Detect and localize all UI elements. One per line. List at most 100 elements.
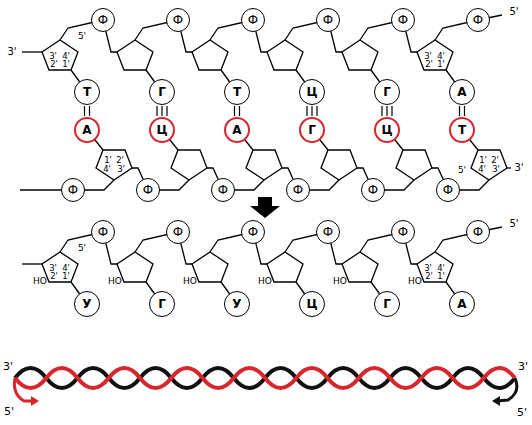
phosphate-circle: Ф — [391, 8, 415, 32]
sugar-ring — [396, 150, 432, 180]
prime-label: 1' — [437, 60, 445, 69]
prime-label: 1' — [104, 156, 112, 165]
sugar-ring — [192, 40, 228, 70]
complementary-base-circle: Ц — [374, 117, 400, 143]
phosphate-circle: Ф — [241, 220, 265, 244]
prime-label: 3' — [7, 47, 16, 57]
sugar-ring — [267, 252, 303, 282]
hydroxyl-label: HO — [183, 277, 197, 286]
phosphate-circle: Ф — [91, 8, 115, 32]
prime-label: 2' — [425, 272, 433, 281]
node-text: Ф — [443, 184, 453, 196]
sugar-ring — [417, 252, 453, 282]
sugar-ring — [171, 150, 207, 180]
complementary-helix-strand — [15, 368, 515, 388]
complementary-base-circle: Т — [449, 117, 475, 143]
phosphate-circle: Ф — [211, 178, 235, 202]
phosphate-circle: Ф — [466, 220, 490, 244]
prime-label: 5' — [517, 407, 527, 418]
phosphate-circle: Ф — [286, 178, 310, 202]
phosphate-circle: Ф — [466, 8, 490, 32]
complementary-base-circle: Ц — [149, 117, 175, 143]
base-circle: Т — [224, 79, 250, 105]
prime-label: 1' — [62, 60, 70, 69]
phosphate-circle: Ф — [136, 178, 160, 202]
node-text: Ф — [143, 184, 153, 196]
hydrogen-bond — [235, 106, 240, 116]
node-text: Г — [158, 298, 166, 310]
sugar-ring — [117, 252, 153, 282]
node-text: Г — [158, 86, 166, 98]
base-circle: Г — [374, 291, 400, 317]
phosphate-circle: Ф — [436, 178, 460, 202]
backbone-bond — [22, 51, 42, 52]
node-text: Ц — [306, 86, 317, 98]
sugar-ring — [117, 40, 153, 70]
node-text: А — [457, 86, 466, 98]
node-text: Ф — [98, 14, 108, 26]
node-text: А — [232, 124, 241, 136]
hydroxyl-label: HO — [333, 277, 347, 286]
node-text: Ф — [218, 184, 228, 196]
complementary-base-circle: А — [224, 117, 250, 143]
node-text: Ф — [473, 14, 483, 26]
node-text: Ф — [68, 184, 78, 196]
base-circle: А — [449, 291, 475, 317]
prime-label: 3' — [518, 361, 528, 372]
phosphate-circle: Ф — [166, 220, 190, 244]
node-text: Ф — [293, 184, 303, 196]
node-text: Ц — [156, 124, 167, 136]
hydroxyl-label: HO — [408, 277, 422, 286]
prime-label: 4' — [478, 165, 486, 174]
phosphate-circle: Ф — [166, 8, 190, 32]
node-text: Г — [383, 298, 391, 310]
phosphate-circle: Ф — [316, 220, 340, 244]
node-text: Ф — [398, 14, 408, 26]
prime-label: 2' — [50, 60, 58, 69]
base-circle: У — [224, 291, 250, 317]
complementary-base-circle: А — [74, 117, 100, 143]
base-circle: Г — [149, 291, 175, 317]
prime-label: 1' — [479, 156, 487, 165]
hydrogen-bond — [460, 106, 465, 116]
node-text: У — [82, 298, 91, 310]
base-circle: Г — [149, 79, 175, 105]
node-text: Ц — [381, 124, 392, 136]
node-text: Т — [233, 86, 241, 98]
prime-label: 4' — [103, 165, 111, 174]
phosphate-circle: Ф — [361, 178, 385, 202]
sugar-ring — [417, 40, 453, 70]
prime-label: 5' — [78, 32, 86, 41]
sugar-ring — [246, 150, 282, 180]
node-text: У — [232, 298, 241, 310]
base-circle: Т — [74, 79, 100, 105]
phosphate-circle: Ф — [391, 220, 415, 244]
node-text: Ф — [473, 226, 483, 238]
strand-end-arrowhead — [492, 396, 500, 406]
node-text: Т — [83, 86, 91, 98]
hydroxyl-label: HO — [108, 277, 122, 286]
base-circle: Г — [374, 79, 400, 105]
prime-label: 3' — [514, 163, 523, 173]
prime-label: 5' — [78, 244, 86, 253]
backbone-bond — [22, 263, 42, 264]
prime-label: 5' — [458, 166, 466, 175]
prime-label: 3' — [492, 165, 500, 174]
sugar-ring — [96, 150, 132, 180]
hydrogen-bond — [307, 106, 317, 116]
prime-label: 2' — [425, 60, 433, 69]
phosphate-circle: Ф — [316, 8, 340, 32]
node-text: Г — [308, 124, 316, 136]
node-text: Ф — [398, 226, 408, 238]
prime-label: 3' — [117, 165, 125, 174]
node-text: Ф — [248, 14, 258, 26]
dna-helix-strand — [15, 368, 515, 388]
hydrogen-bond — [157, 106, 167, 116]
base-circle: А — [449, 79, 475, 105]
prime-label: 2' — [50, 272, 58, 281]
node-text: Т — [458, 124, 466, 136]
prime-label: 1' — [62, 272, 70, 281]
prime-label: 5' — [509, 219, 518, 229]
